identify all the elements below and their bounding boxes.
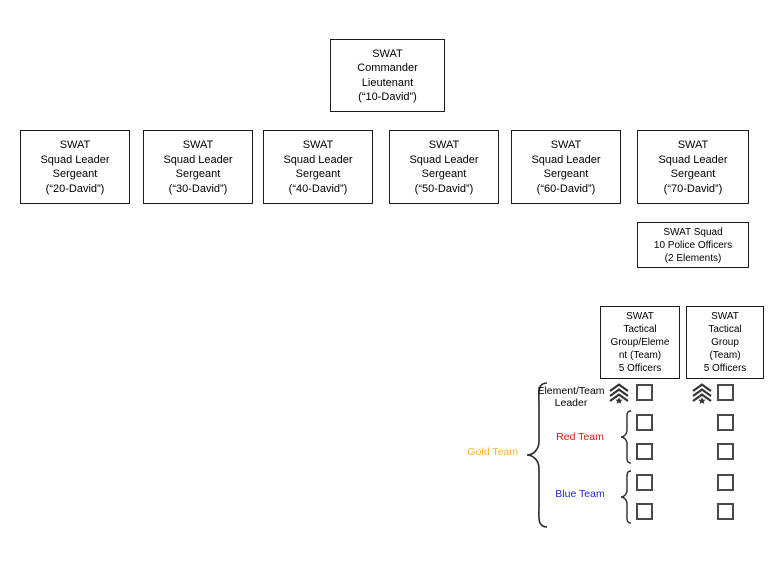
box-line: Squad Leader bbox=[283, 153, 353, 166]
officer-slot-square bbox=[717, 474, 734, 491]
box-line: 5 Officers bbox=[618, 363, 662, 374]
commander-line: SWAT bbox=[372, 47, 403, 60]
blue-team-brace bbox=[619, 470, 633, 524]
swat-squad-box: SWAT Squad 10 Police Officers (2 Element… bbox=[637, 222, 749, 268]
box-line: (“70-David”) bbox=[663, 182, 723, 195]
officer-slot-square bbox=[717, 384, 734, 401]
officer-slot-square bbox=[717, 503, 734, 520]
tactical-group-box: SWAT Tactical Group (Team) 5 Officers bbox=[686, 306, 764, 379]
box-line: (“40-David”) bbox=[288, 182, 348, 195]
box-line: Group bbox=[711, 337, 739, 348]
leader-label-line: Leader bbox=[554, 396, 588, 409]
sergeant-stripes-icon bbox=[691, 383, 713, 405]
leader-label-line: Element/Team bbox=[537, 385, 605, 397]
squad-leader-box-20-david: SWAT Squad Leader Sergeant (“20-David”) bbox=[20, 130, 130, 204]
officer-slot-square bbox=[636, 384, 653, 401]
box-line: Sergeant bbox=[670, 168, 716, 180]
box-line: Squad Leader bbox=[40, 153, 110, 166]
blue-team-label: Blue Team bbox=[555, 488, 605, 500]
box-line: SWAT bbox=[626, 311, 654, 322]
box-line: SWAT bbox=[711, 311, 739, 322]
box-line: (“30-David”) bbox=[168, 182, 228, 195]
officer-slot-square bbox=[717, 414, 734, 431]
commander-line: Lieutenant bbox=[361, 76, 414, 89]
commander-box: SWAT Commander Lieutenant (“10-David”) bbox=[330, 39, 445, 112]
squad-leader-box-50-david: SWAT Squad Leader Sergeant (“50-David”) bbox=[389, 130, 499, 204]
box-line: (2 Elements) bbox=[664, 252, 722, 264]
box-line: SWAT bbox=[677, 139, 709, 151]
element-team-leader-label: Element/Team Leader bbox=[534, 385, 608, 409]
box-line: (“20-David”) bbox=[45, 182, 105, 195]
commander-line: Commander bbox=[357, 62, 418, 74]
box-line: Sergeant bbox=[421, 168, 467, 180]
box-line: SWAT bbox=[302, 139, 334, 151]
officer-slot-square bbox=[717, 443, 734, 460]
tactical-group-element-box: SWAT Tactical Group/Eleme nt (Team) 5 Of… bbox=[600, 306, 680, 379]
box-line: Tactical bbox=[623, 324, 657, 335]
box-line: Sergeant bbox=[543, 168, 589, 180]
commander-line: (“10-David”) bbox=[358, 91, 417, 103]
squad-leader-box-40-david: SWAT Squad Leader Sergeant (“40-David”) bbox=[263, 130, 373, 204]
box-line: Squad Leader bbox=[163, 153, 233, 166]
squad-leader-box-60-david: SWAT Squad Leader Sergeant (“60-David”) bbox=[511, 130, 621, 204]
box-line: 5 Officers bbox=[703, 363, 747, 374]
red-team-label: Red Team bbox=[556, 431, 604, 443]
officer-slot-square bbox=[636, 503, 653, 520]
officer-slot-square bbox=[636, 414, 653, 431]
squad-leader-box-70-david: SWAT Squad Leader Sergeant (“70-David”) bbox=[637, 130, 749, 204]
box-line: SWAT bbox=[59, 139, 91, 151]
box-line: 10 Police Officers bbox=[653, 239, 733, 251]
box-line: SWAT bbox=[182, 139, 214, 151]
box-line: Sergeant bbox=[175, 168, 221, 180]
box-line: (“60-David”) bbox=[536, 182, 596, 195]
box-line: Squad Leader bbox=[409, 153, 479, 166]
squad-leader-box-30-david: SWAT Squad Leader Sergeant (“30-David”) bbox=[143, 130, 253, 204]
box-line: SWAT bbox=[428, 139, 460, 151]
gold-team-label: Gold Team bbox=[467, 446, 518, 458]
box-line: Group/Eleme bbox=[610, 337, 670, 348]
officer-slot-square bbox=[636, 474, 653, 491]
box-line: (“50-David”) bbox=[414, 182, 474, 195]
red-team-brace bbox=[619, 410, 633, 464]
officer-slot-square bbox=[636, 443, 653, 460]
box-line: Sergeant bbox=[295, 168, 341, 180]
box-line: SWAT bbox=[550, 139, 582, 151]
box-line: Tactical bbox=[708, 324, 742, 335]
box-line: nt (Team) bbox=[618, 350, 662, 361]
gold-team-brace bbox=[521, 381, 549, 529]
box-line: (Team) bbox=[709, 350, 741, 361]
sergeant-stripes-icon bbox=[608, 383, 630, 405]
box-line: Squad Leader bbox=[658, 153, 728, 166]
box-line: Squad Leader bbox=[531, 153, 601, 166]
box-line: SWAT Squad bbox=[663, 226, 723, 238]
box-line: Sergeant bbox=[52, 168, 98, 180]
